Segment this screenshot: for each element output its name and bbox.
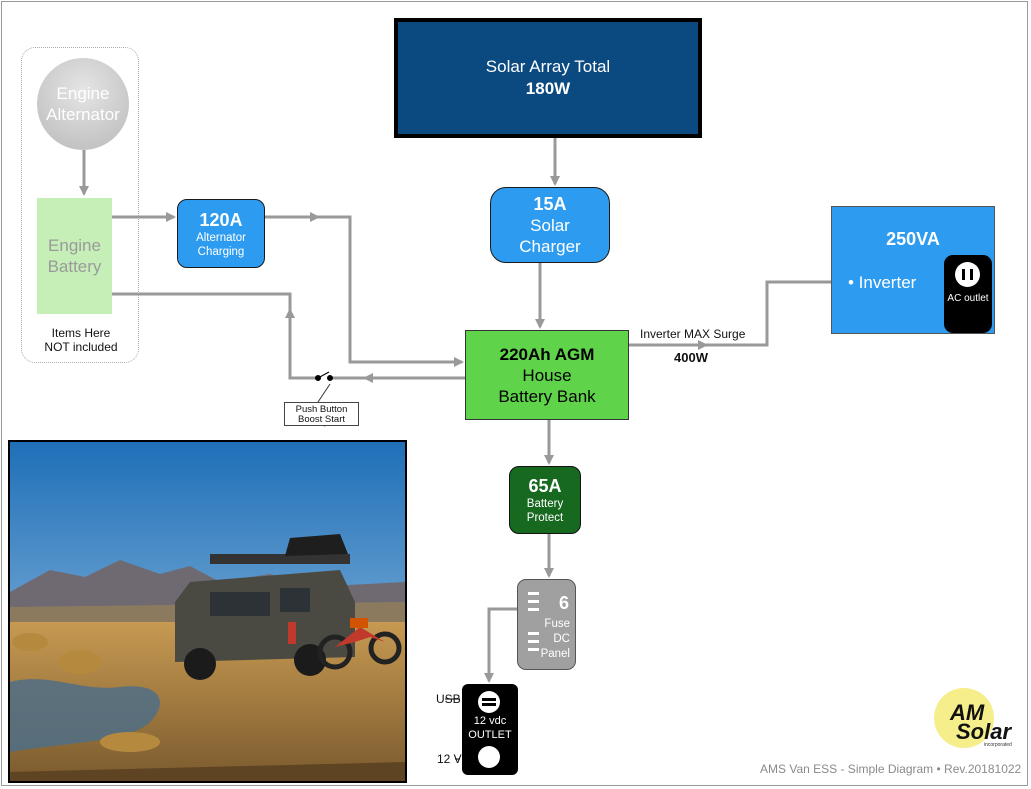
- alternator-charging-label-1: Alternator: [196, 231, 246, 244]
- inverter-box: 250VA • Inverter AC outlet: [831, 206, 995, 334]
- fuse-bar-icon: [528, 600, 539, 603]
- engine-battery-label-2: Battery: [47, 257, 102, 276]
- solar-array-box: Solar Array Total 180W: [394, 18, 702, 138]
- inverter-surge-value: 400W: [674, 350, 708, 365]
- van-scene-illustration: [10, 442, 405, 781]
- fuse-panel-line-3: Panel: [540, 648, 570, 660]
- motorcycle: [317, 618, 402, 670]
- van: [175, 534, 355, 680]
- fuse-bar-icon: [528, 592, 539, 595]
- push-button-line-2: Boost Start: [298, 414, 345, 425]
- logo-incorporated: incorporated: [984, 742, 1012, 748]
- ac-socket-icon: [955, 262, 980, 287]
- house-battery-box: 220Ah AGM House Battery Bank: [465, 330, 629, 420]
- inverter-rating: 250VA: [886, 229, 940, 249]
- usb-port-icon: [478, 691, 500, 713]
- push-button-line-1: Push Button: [295, 404, 348, 415]
- alternator-charging-amps: 120A: [199, 209, 243, 230]
- brush: [12, 633, 160, 752]
- fuse-bar-icon: [528, 608, 539, 611]
- logo-am: AM: [949, 700, 985, 725]
- solar-charger-label-2: Charger: [519, 236, 581, 256]
- engine-battery: Engine Battery: [37, 198, 112, 314]
- foreground: [10, 762, 405, 781]
- solar-charger-label-1: Solar: [530, 215, 570, 235]
- fuse-panel-line-2: DC: [553, 633, 570, 645]
- engine-battery-label-1: Engine: [48, 236, 101, 255]
- fuse-bar-icon: [528, 648, 539, 651]
- solar-array-label: Solar Array Total: [485, 57, 611, 76]
- fuse-panel-label: Fuse DC Panel: [541, 617, 570, 662]
- ac-outlet-label: AC outlet: [947, 293, 989, 304]
- battery-protect-amps: 65A: [528, 476, 562, 496]
- battery-protect-box: 65A Battery Protect: [509, 466, 581, 534]
- dc-outlet-box: 12 vdc OUTLET: [462, 684, 518, 775]
- wire-boost-to-engine-battery: [112, 292, 318, 380]
- alternator-charging-box: 120A Alternator Charging: [177, 199, 265, 268]
- alternator-label-1: Engine: [56, 84, 110, 103]
- inverter-surge-label: Inverter MAX Surge: [640, 327, 746, 341]
- not-included-line-1: Items Here: [51, 326, 111, 340]
- fuse-panel-line-1: Fuse: [544, 618, 570, 630]
- wire-alt-charging-to-house: [265, 215, 464, 367]
- boost-switch-contact: [327, 375, 333, 381]
- boost-switch-callout: [317, 383, 331, 403]
- outlet-label: 12 vdc OUTLET: [462, 714, 518, 742]
- van-photo: [8, 440, 407, 783]
- house-battery-label-1: House: [522, 365, 572, 385]
- fuse-panel-box: 6 Fuse DC Panel: [517, 579, 576, 670]
- battery-protect-label-1: Battery: [526, 498, 564, 510]
- 12v-socket-icon: [478, 746, 500, 768]
- fuse-count: 6: [558, 593, 569, 613]
- engine-alternator: Engine Alternator: [37, 58, 129, 150]
- wire-fuse-to-outlet: [484, 607, 517, 683]
- logo-solar: Solar: [956, 719, 1012, 744]
- fuse-bar-icon: [528, 640, 539, 643]
- footer-caption: AMS Van ESS - Simple Diagram • Rev.20181…: [760, 762, 1022, 776]
- house-battery-capacity: 220Ah AGM: [499, 344, 595, 364]
- alternator-label-2: Alternator: [46, 105, 120, 124]
- solar-charger-box: 15A Solar Charger: [490, 187, 610, 263]
- solar-charger-amps: 15A: [533, 193, 567, 214]
- not-included-note: Items Here NOT included: [22, 326, 140, 354]
- push-button-boost-label: Push Button Boost Start: [284, 402, 359, 426]
- house-battery-label-2: Battery Bank: [498, 386, 596, 406]
- ams-solar-logo: AM Solar incorporated: [934, 688, 1012, 748]
- solar-array-watts: 180W: [525, 79, 571, 98]
- boost-switch-lever: [317, 371, 330, 379]
- outlet-line-1: 12 vdc: [473, 715, 507, 727]
- battery-protect-label-2: Protect: [526, 512, 564, 524]
- not-included-group: [21, 47, 139, 363]
- outlet-line-2: OUTLET: [468, 729, 512, 741]
- fuse-bar-icon: [528, 632, 539, 635]
- inverter-label: • Inverter: [848, 273, 917, 292]
- alternator-charging-label-2: Charging: [197, 245, 245, 258]
- ac-outlet: AC outlet: [944, 255, 992, 333]
- not-included-line-2: NOT included: [44, 340, 118, 354]
